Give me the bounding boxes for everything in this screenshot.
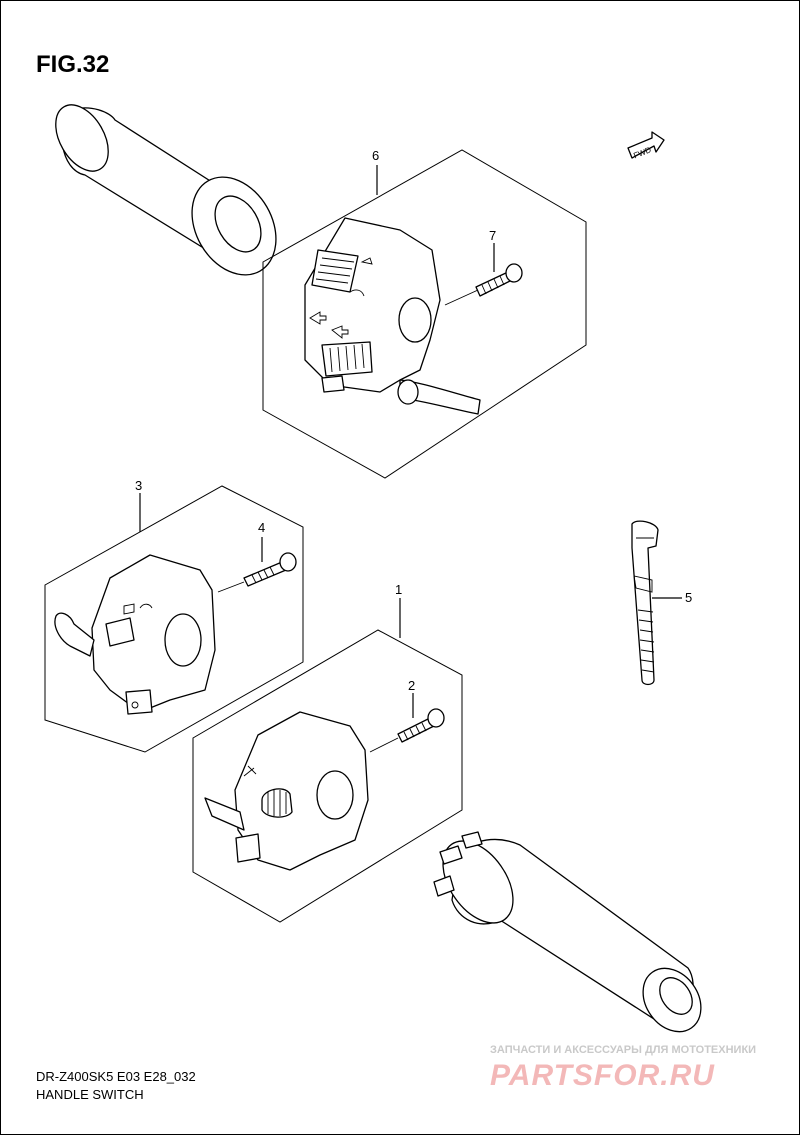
frame-part-1 xyxy=(192,629,463,923)
callout-3: 3 xyxy=(135,478,142,493)
model-code: DR-Z400SK5 E03 E28_032 xyxy=(36,1069,196,1084)
screw-7 xyxy=(475,263,523,297)
callout-6: 6 xyxy=(372,148,379,163)
callout-1: 1 xyxy=(395,582,402,597)
left-grip xyxy=(55,104,277,276)
figure-caption: HANDLE SWITCH xyxy=(36,1087,144,1102)
callout-2: 2 xyxy=(408,678,415,693)
cable-tie-5 xyxy=(631,520,659,686)
frame-part-3 xyxy=(44,485,304,753)
watermark-logo: PARTSFOR.RU xyxy=(490,1059,715,1092)
fwd-arrow-icon: FWD xyxy=(627,131,665,160)
switch-1 xyxy=(204,711,369,871)
figure-title: FIG.32 xyxy=(36,51,109,78)
watermark-tagline: ЗАПЧАСТИ И АКСЕССУАРЫ ДЛЯ МОТОТЕХНИКИ xyxy=(490,1044,756,1056)
callout-7: 7 xyxy=(489,228,496,243)
screw-2 xyxy=(397,708,445,743)
frame-part-6 xyxy=(262,149,587,479)
throttle-grip xyxy=(433,831,702,1033)
callout-4: 4 xyxy=(258,520,265,535)
screw-4 xyxy=(243,552,297,587)
switch-3 xyxy=(54,554,216,715)
left-handle-switch-6 xyxy=(304,217,481,415)
callout-5: 5 xyxy=(685,590,692,605)
